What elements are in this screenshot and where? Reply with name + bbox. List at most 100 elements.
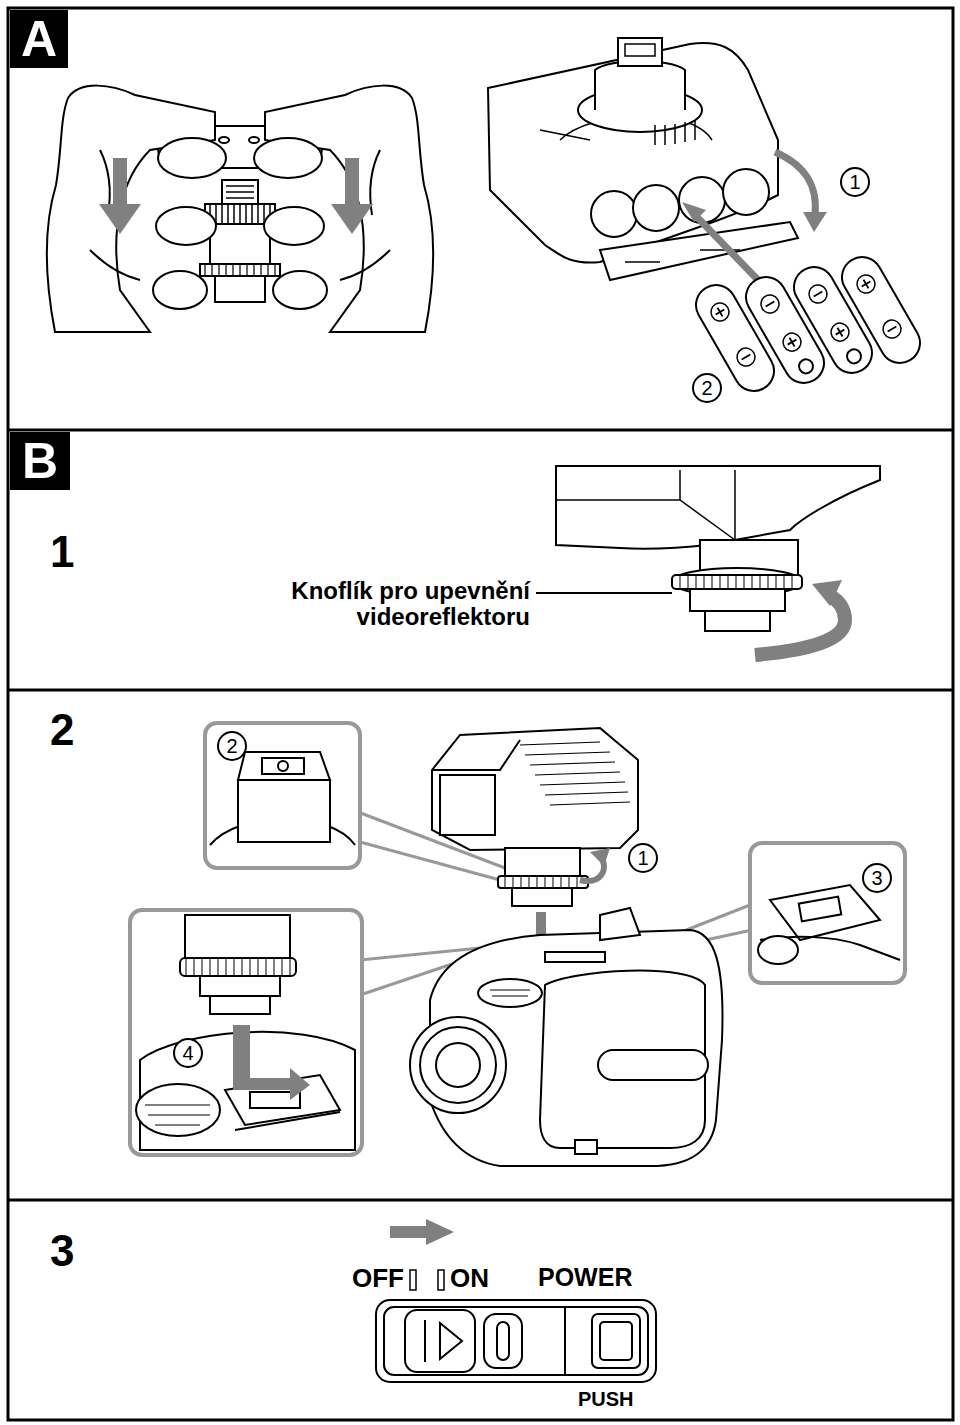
video-light-bottom: [556, 466, 880, 549]
inset-4: [200, 976, 280, 996]
batteries: [854, 272, 879, 297]
button-label: PUSH: [578, 1388, 634, 1410]
device-in-hands: [249, 137, 259, 143]
device-in-hands: [226, 186, 254, 198]
camcorder: [420, 1027, 496, 1103]
power-switch: [564, 1307, 566, 1375]
callout-circle: 1: [628, 843, 658, 873]
video-light-body: [633, 185, 679, 231]
inset-4: [186, 958, 290, 976]
power-arrow: [390, 1226, 428, 1238]
inset-3: [750, 843, 905, 983]
inset-4: [210, 996, 270, 1014]
device-in-hands: [222, 180, 258, 204]
video-light-body: [595, 61, 685, 110]
section-tab: B: [10, 432, 70, 490]
callout-circle: 3: [862, 863, 892, 893]
callout-circle: 2: [692, 373, 722, 403]
switch-name: POWER: [538, 1264, 632, 1292]
switch-name: POWER: [538, 1263, 632, 1291]
video-light: [440, 775, 495, 835]
video-light-body: [488, 38, 798, 280]
batteries: [844, 347, 863, 366]
callout-circle: 4: [173, 1038, 203, 1068]
tighten-arrow: [755, 580, 845, 655]
frame: [8, 429, 953, 432]
step-number: 3: [50, 1227, 74, 1275]
battery-arrow-heads: [682, 202, 827, 232]
power-switch: [600, 1322, 632, 1360]
camcorder: [598, 1050, 708, 1080]
inset-2: [205, 723, 360, 868]
video-light-body: [655, 120, 695, 145]
video-light-body: [591, 191, 637, 237]
battery-arrow-heads: [682, 202, 706, 222]
inset-4: [185, 915, 290, 960]
video-light: [498, 876, 588, 888]
inset-2: [238, 780, 330, 842]
power-switch: [405, 1310, 475, 1372]
batteries: [828, 320, 853, 345]
step-number: 3: [50, 1226, 74, 1275]
batteries: [758, 292, 783, 317]
switch-position: OFF: [352, 1264, 404, 1293]
power-switch: [497, 1322, 509, 1360]
step-number: 1: [50, 527, 74, 576]
batteries: [708, 300, 733, 325]
video-light: [505, 848, 580, 878]
video-light: [432, 728, 638, 850]
battery-arrow-heads: [803, 212, 827, 232]
inset-3: [770, 885, 880, 940]
video-light-body: [625, 250, 740, 262]
video-light: [505, 876, 577, 888]
callout-number: 2: [701, 378, 712, 398]
part-name: Knoflík pro upevnění videoreflektoru: [291, 577, 530, 630]
battery-arrows: [775, 152, 815, 215]
video-light-body: [600, 222, 798, 280]
inset-4: [145, 1105, 210, 1125]
video-light-bottom: [680, 575, 792, 589]
leader-line: [536, 592, 672, 594]
inset-4: [136, 1084, 220, 1136]
power-switch: [376, 1300, 656, 1382]
power-arrow: [426, 1219, 454, 1245]
inset-2: [238, 752, 330, 780]
push-down-arrows: [99, 158, 373, 234]
batteries: [835, 250, 928, 370]
camcorder: [490, 990, 530, 996]
switch-position: ON: [450, 1263, 489, 1293]
video-light-bottom: [705, 611, 770, 631]
batteries: [796, 357, 815, 376]
camcorder: [436, 1043, 480, 1087]
camcorder: [575, 1140, 597, 1154]
video-light-body: [723, 169, 769, 215]
tighten-arrow: [755, 596, 845, 655]
battery-arrows: [695, 152, 815, 282]
power-arrow: [390, 1219, 454, 1245]
inset-2: [262, 758, 304, 774]
callout-number: 1: [849, 172, 860, 192]
video-light-body: [679, 177, 725, 223]
switch-marks: [410, 1270, 416, 1290]
callout-circle: 2: [217, 731, 247, 761]
device-in-hands: [210, 204, 270, 224]
video-light-bottom: [690, 589, 785, 611]
inset-3: [758, 936, 798, 964]
frame: [8, 8, 953, 1420]
switch-marks: [438, 1270, 444, 1290]
slide-arrow: [233, 1025, 310, 1100]
power-switch: [484, 1314, 522, 1368]
step-number: 2: [50, 705, 74, 754]
callout-number: 3: [871, 868, 882, 888]
inset-2: [278, 761, 288, 771]
push-down-arrows: [345, 158, 359, 206]
inset-4: [130, 910, 362, 1155]
power-switch: [376, 1300, 656, 1382]
push-down-arrows: [331, 204, 373, 234]
tighten-arrow: [812, 580, 842, 606]
video-light: [432, 728, 638, 906]
section-letter: B: [22, 436, 58, 486]
